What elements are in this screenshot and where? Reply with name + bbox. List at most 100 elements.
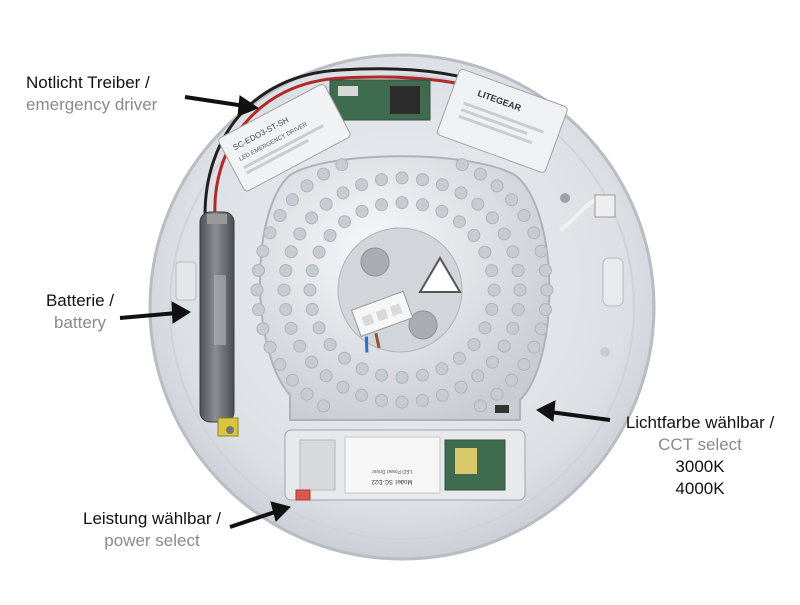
label-cct-option-3000k: 3000K — [675, 457, 725, 476]
led-dot — [303, 283, 317, 297]
led-dot — [478, 245, 492, 259]
arrowhead-battery — [171, 301, 191, 324]
cct-switch — [495, 405, 509, 413]
led-dot — [517, 209, 531, 222]
led-dot — [395, 196, 409, 210]
arrow-emergency-driver — [184, 95, 246, 108]
label-battery-en: battery — [54, 313, 106, 332]
led-dot — [252, 303, 265, 317]
led-dot — [293, 227, 307, 241]
led-dot — [416, 173, 429, 187]
led-array — [250, 158, 554, 413]
led-dot — [435, 388, 449, 402]
power-dip-switch — [295, 489, 311, 501]
led-dot — [256, 244, 270, 258]
led-dot — [478, 321, 492, 335]
arrow-power-select — [229, 509, 279, 529]
led-dot — [273, 209, 287, 222]
led-dot — [471, 197, 485, 211]
led-dot — [490, 179, 504, 193]
led-dot — [485, 264, 499, 278]
led-dot — [284, 245, 298, 259]
led-dot — [336, 380, 350, 394]
label-cct-select-en: CCT select — [658, 435, 742, 454]
led-dot — [467, 338, 481, 351]
led-dot — [540, 283, 554, 297]
led-dot — [323, 338, 337, 351]
led-dot — [395, 395, 409, 409]
led-dot — [355, 388, 369, 402]
led-dot — [338, 215, 352, 229]
led-dot — [319, 197, 333, 211]
led-dot — [336, 186, 350, 200]
led-dot — [375, 198, 388, 212]
led-dot — [534, 244, 548, 258]
led-dot — [375, 173, 388, 187]
label-power-select-de: Leistung wählbar / — [83, 509, 221, 528]
arrow-battery — [119, 311, 178, 320]
label-cct-option-4000k: 4000K — [675, 479, 725, 498]
led-dot — [506, 321, 520, 335]
led-dot — [454, 380, 468, 394]
warning-triangle — [418, 256, 462, 293]
left-tab — [175, 261, 197, 301]
led-dot — [416, 368, 429, 382]
led-dot — [277, 283, 291, 297]
led-driver-box: Model: SC-D22 LED Power Driver — [284, 429, 526, 501]
led-dot — [452, 351, 466, 365]
arrow-cct-select — [549, 410, 611, 422]
led-dot — [284, 321, 298, 335]
label-cct-select: Lichtfarbe wählbar / CCT select 3000K 40… — [610, 412, 790, 500]
driver-model-sublabel: LED Power Driver — [372, 468, 412, 474]
led-dot — [497, 227, 511, 241]
led-dot — [485, 355, 499, 369]
led-dot — [473, 167, 487, 181]
terminal-block — [350, 290, 414, 353]
housing-inner-rim — [169, 74, 635, 540]
led-dot — [305, 302, 319, 316]
arrowhead-emergency-driver — [237, 95, 260, 117]
led-dot — [252, 263, 265, 277]
led-dot — [319, 369, 333, 383]
led-dot — [312, 245, 326, 259]
led-dot — [300, 387, 314, 401]
mount-screw-top — [360, 247, 390, 277]
led-dot — [539, 303, 552, 317]
led-dot — [375, 368, 388, 382]
right-connector — [558, 194, 624, 307]
led-dot — [487, 283, 501, 297]
led-dot — [293, 339, 307, 353]
arrowhead-power-select — [270, 501, 291, 522]
led-dot — [285, 193, 299, 207]
led-dot — [355, 204, 369, 218]
led-dot — [279, 303, 293, 316]
label-emergency-driver: Notlicht Treiber / emergency driver — [26, 72, 157, 116]
led-dot — [511, 303, 525, 316]
led-dot — [527, 340, 541, 354]
led-dot — [279, 264, 293, 277]
driver-model-label: Model: SC-D22 — [371, 478, 413, 484]
led-dot — [435, 362, 449, 376]
led-dot — [317, 399, 331, 413]
led-dot — [300, 179, 314, 193]
led-dot — [335, 158, 349, 172]
led-dot — [317, 167, 331, 181]
led-dot — [395, 171, 409, 185]
led-board — [250, 155, 554, 421]
label-power-select-en: power select — [104, 531, 200, 550]
label-cct-select-de: Lichtfarbe wählbar / — [625, 413, 775, 432]
led-dot — [506, 245, 520, 259]
label-emergency-driver-de: Notlicht Treiber / — [26, 73, 150, 92]
led-dot — [539, 263, 552, 277]
led-dot — [375, 393, 388, 407]
led-dot — [454, 186, 468, 200]
led-dot — [471, 369, 485, 383]
led-dot — [467, 229, 481, 242]
top-pcb — [329, 79, 431, 121]
screw-right-low — [600, 347, 610, 357]
led-dot — [312, 321, 326, 335]
mount-screw-bottom — [408, 310, 438, 340]
led-dot — [285, 373, 299, 387]
led-dot — [485, 302, 499, 316]
